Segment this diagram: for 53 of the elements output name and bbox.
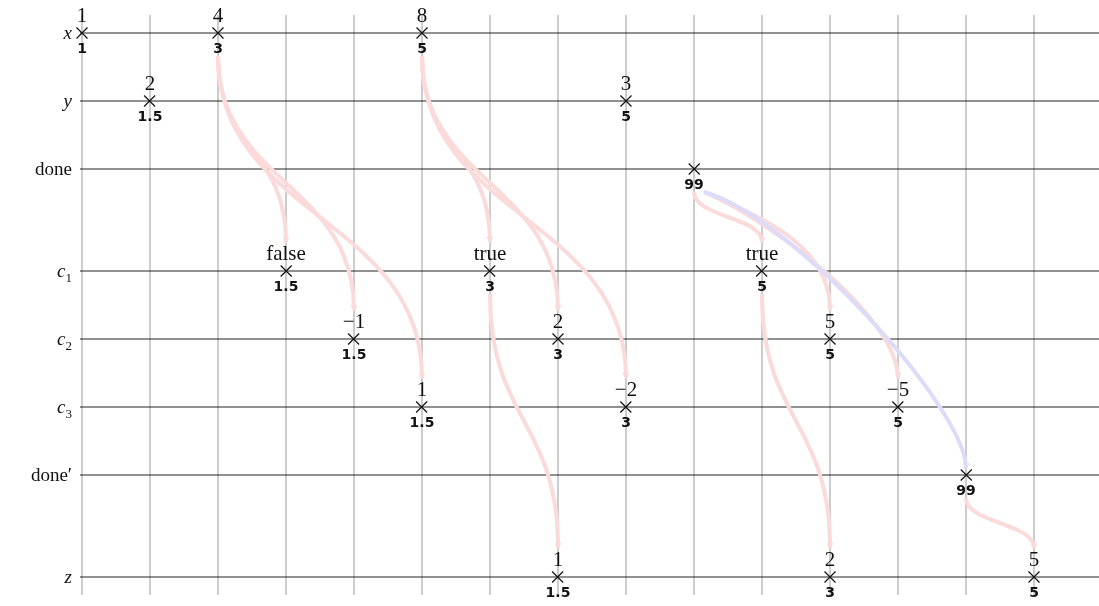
- value-label: 1: [76, 4, 88, 26]
- data-point: [266, 242, 306, 294]
- timestamp-label: 5: [893, 414, 903, 430]
- row-label: done′: [30, 463, 72, 487]
- row-label: x: [63, 21, 72, 45]
- timestamp-label: 5: [1029, 584, 1039, 600]
- value-label: −5: [886, 378, 910, 400]
- connector-curve: [488, 293, 562, 549]
- timestamp-label: 5: [417, 40, 427, 56]
- connector-curve: [964, 497, 1037, 549]
- timestamp-label: 1.5: [545, 584, 571, 600]
- timestamp-label: 1.5: [137, 108, 163, 124]
- row-label: y: [63, 89, 72, 113]
- timestamp-label: 3: [485, 278, 495, 294]
- value-label: 2: [552, 310, 564, 332]
- value-label: 5: [1028, 548, 1040, 570]
- data-point: [956, 468, 976, 498]
- timestamp-label: 3: [213, 40, 223, 56]
- value-label: true: [745, 242, 779, 264]
- value-label: 2: [144, 72, 156, 94]
- timestamp-label: 5: [757, 278, 767, 294]
- value-label: 1: [416, 378, 428, 400]
- timestamp-label: 1.5: [409, 414, 435, 430]
- value-label: 3: [620, 72, 632, 94]
- value-label: 8: [416, 4, 428, 26]
- row-label: c$_{3}$: [57, 395, 72, 419]
- timestamp-label: 3: [621, 414, 631, 430]
- timestamp-label: 1.5: [341, 346, 367, 362]
- timestamp-label: 99: [956, 482, 976, 498]
- value-label: 1: [552, 548, 564, 570]
- connector-curve: [760, 293, 834, 549]
- row-label: z: [64, 565, 72, 589]
- row-label: c$_{1}$: [57, 259, 72, 283]
- row-label: c$_{2}$: [57, 327, 72, 351]
- row-label: done: [35, 157, 72, 181]
- value-label: 5: [824, 310, 836, 332]
- connector-curve: [703, 190, 901, 379]
- timestamp-label: 3: [553, 346, 563, 362]
- connector-curve: [703, 190, 969, 469]
- timestamp-label: 5: [825, 346, 835, 362]
- value-label: true: [473, 242, 507, 264]
- value-label: 2: [824, 548, 836, 570]
- connector-curve: [692, 191, 765, 243]
- value-label: 4: [212, 4, 224, 26]
- value-label: false: [266, 242, 306, 264]
- timestamp-label: 3: [825, 584, 835, 600]
- timestamp-label: 1: [77, 40, 87, 56]
- timestamp-label: 5: [621, 108, 631, 124]
- value-label: −2: [614, 378, 638, 400]
- data-point: [684, 162, 704, 192]
- value-label: −1: [342, 310, 366, 332]
- timestamp-label: 1.5: [273, 278, 299, 294]
- timestamp-label: 99: [684, 176, 704, 192]
